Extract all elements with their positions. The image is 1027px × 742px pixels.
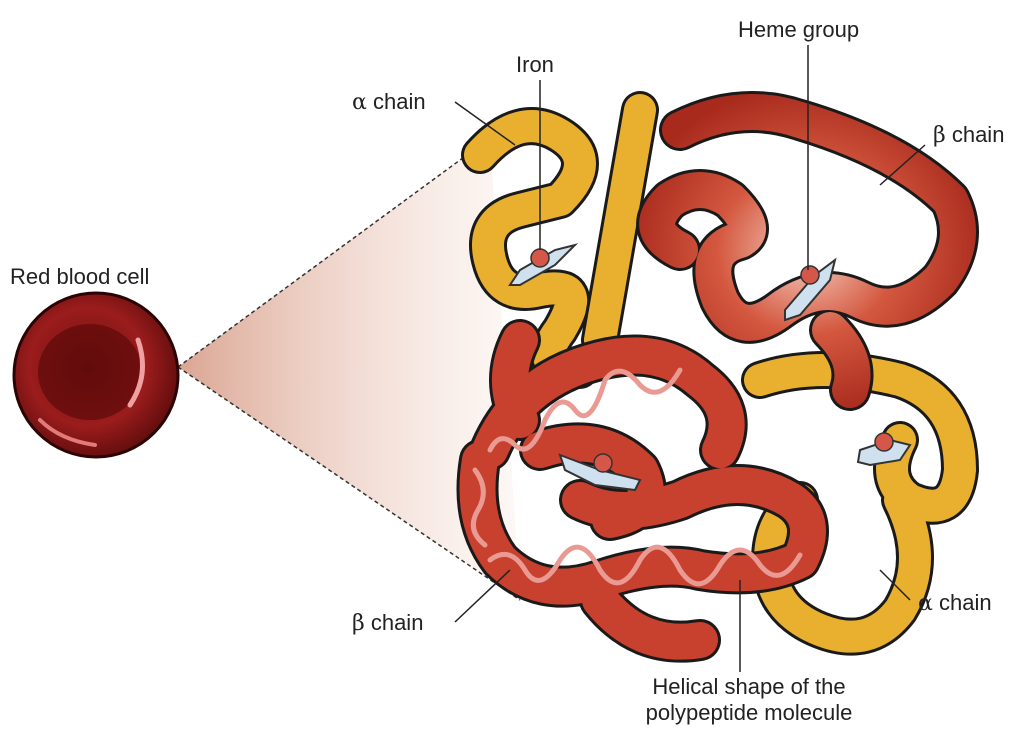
label-helical-shape-line2: polypeptide molecule bbox=[634, 700, 864, 726]
iron-atom bbox=[801, 266, 819, 284]
label-red-blood-cell: Red blood cell bbox=[10, 264, 149, 290]
label-helical-shape-line1: Helical shape of the bbox=[634, 674, 864, 700]
label-helical-shape: Helical shape of the polypeptide molecul… bbox=[634, 674, 864, 726]
label-alpha-chain-top: α chain bbox=[352, 89, 426, 116]
label-alpha-chain-bottom: α chain bbox=[918, 590, 992, 617]
leader-beta-bottom bbox=[455, 570, 510, 622]
label-beta-chain-top: β chain bbox=[933, 122, 1004, 149]
iron-atom bbox=[594, 454, 612, 472]
label-beta-chain-bottom: β chain bbox=[352, 610, 423, 637]
iron-atom bbox=[875, 433, 893, 451]
iron-atom bbox=[531, 249, 549, 267]
label-heme-group: Heme group bbox=[738, 17, 859, 43]
label-iron: Iron bbox=[516, 52, 554, 78]
red-blood-cell bbox=[14, 293, 178, 457]
